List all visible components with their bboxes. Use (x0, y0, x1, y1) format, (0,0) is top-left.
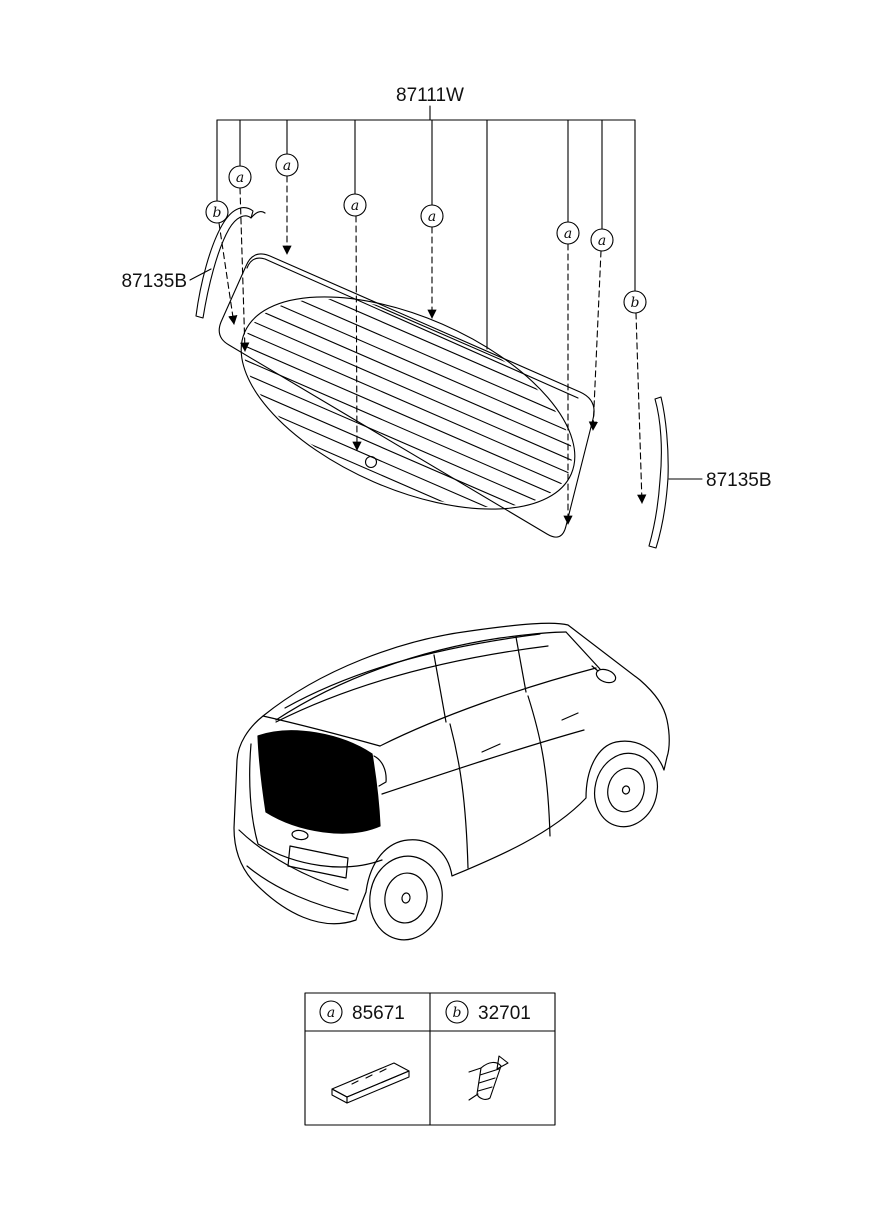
callout-b-2[interactable]: b (623, 290, 647, 314)
callout-a-1[interactable]: a (228, 165, 252, 189)
door-handle-front (561, 712, 579, 721)
moulding-strip-right: 87135B (648, 396, 772, 549)
moulding-strip-left: 87135B (121, 207, 266, 319)
brand-badge (291, 829, 309, 841)
rear-window-glass-black (257, 730, 381, 834)
rear-wheel (369, 855, 443, 941)
legend-header-a[interactable]: a 85671 (319, 1000, 405, 1024)
callout-a-letter: a (564, 226, 572, 242)
callout-b-1[interactable]: b (205, 200, 229, 224)
callout-b-letter: b (213, 205, 222, 221)
glass-assembly-diagram: 87111W (121, 85, 772, 549)
legend-table: a 85671 b 32701 (304, 992, 556, 1126)
right-moulding-label[interactable]: 87135B (706, 470, 772, 491)
legend-symbol-b: b (453, 1005, 462, 1021)
left-moulding-leader (189, 268, 212, 281)
legend-header-b[interactable]: b 32701 (445, 1000, 531, 1024)
callout-a-4[interactable]: a (420, 204, 444, 228)
license-plate (287, 845, 349, 879)
callouts: b a a a a a a (205, 153, 647, 314)
clip-32701-icon (468, 1055, 509, 1101)
callout-a-letter: a (283, 158, 291, 174)
callout-a-5[interactable]: a (556, 221, 580, 245)
callout-a-3[interactable]: a (343, 193, 367, 217)
callout-b-letter: b (631, 295, 640, 311)
defroster-hatch-area (214, 257, 602, 549)
callout-a-letter: a (351, 198, 359, 214)
defroster-lines (214, 257, 602, 549)
side-mirror (595, 668, 617, 684)
front-wheel (594, 752, 658, 828)
callout-a-letter: a (598, 233, 606, 249)
callout-a-letter: a (428, 209, 436, 225)
legend-part-no-b: 32701 (478, 1003, 531, 1024)
callout-a-2[interactable]: a (275, 153, 299, 177)
pad-85671-icon (331, 1062, 410, 1104)
callout-bracket (216, 105, 636, 350)
callout-leader-lines (218, 175, 647, 525)
callout-a-letter: a (236, 170, 244, 186)
tail-lamp (373, 755, 387, 787)
legend-symbol-a: a (327, 1005, 335, 1021)
callout-a-6[interactable]: a (590, 228, 614, 252)
door-handle-rear (481, 743, 501, 753)
car-body-outline (233, 622, 670, 925)
car-illustration (233, 622, 670, 941)
legend-part-no-a: 85671 (352, 1003, 405, 1024)
left-moulding-label[interactable]: 87135B (121, 271, 187, 292)
glass-part-label[interactable]: 87111W (396, 85, 464, 106)
